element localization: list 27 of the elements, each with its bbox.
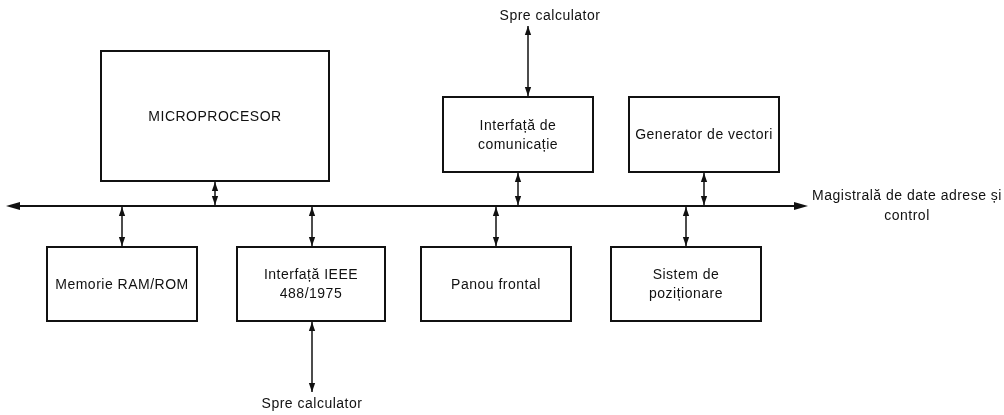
block-box bbox=[420, 246, 572, 322]
connector-arrow bbox=[308, 321, 316, 393]
block-box bbox=[100, 50, 330, 182]
block-box bbox=[610, 246, 762, 322]
node-label: Interfață de comunicație bbox=[476, 115, 560, 154]
connector-arrow bbox=[118, 206, 126, 247]
node-label: Spre calculator bbox=[499, 5, 601, 25]
connector-arrow bbox=[524, 25, 532, 97]
node-label: Panou frontal bbox=[451, 274, 541, 294]
connector-arrow bbox=[492, 206, 500, 247]
node-label: Interfață IEEE 488/1975 bbox=[262, 265, 360, 303]
block-box bbox=[46, 246, 198, 322]
block-box bbox=[442, 96, 594, 173]
connector-arrow bbox=[211, 181, 219, 206]
connector-arrow bbox=[700, 172, 708, 206]
node-label: Memorie RAM/ROM bbox=[55, 274, 189, 294]
node-label: Spre calculator bbox=[261, 393, 363, 413]
node-label: Sistem de poziționare bbox=[648, 265, 724, 303]
block-box bbox=[628, 96, 780, 173]
connector-arrow bbox=[682, 206, 690, 247]
connector-arrow bbox=[514, 172, 522, 206]
bus-label: Magistrală de date adrese și control bbox=[812, 186, 1002, 225]
connector-arrow bbox=[308, 206, 316, 247]
bus-arrow bbox=[6, 200, 808, 212]
node-label: MICROPROCESOR bbox=[148, 106, 282, 126]
node-label: Generator de vectori bbox=[635, 125, 773, 144]
block-box bbox=[236, 246, 386, 322]
